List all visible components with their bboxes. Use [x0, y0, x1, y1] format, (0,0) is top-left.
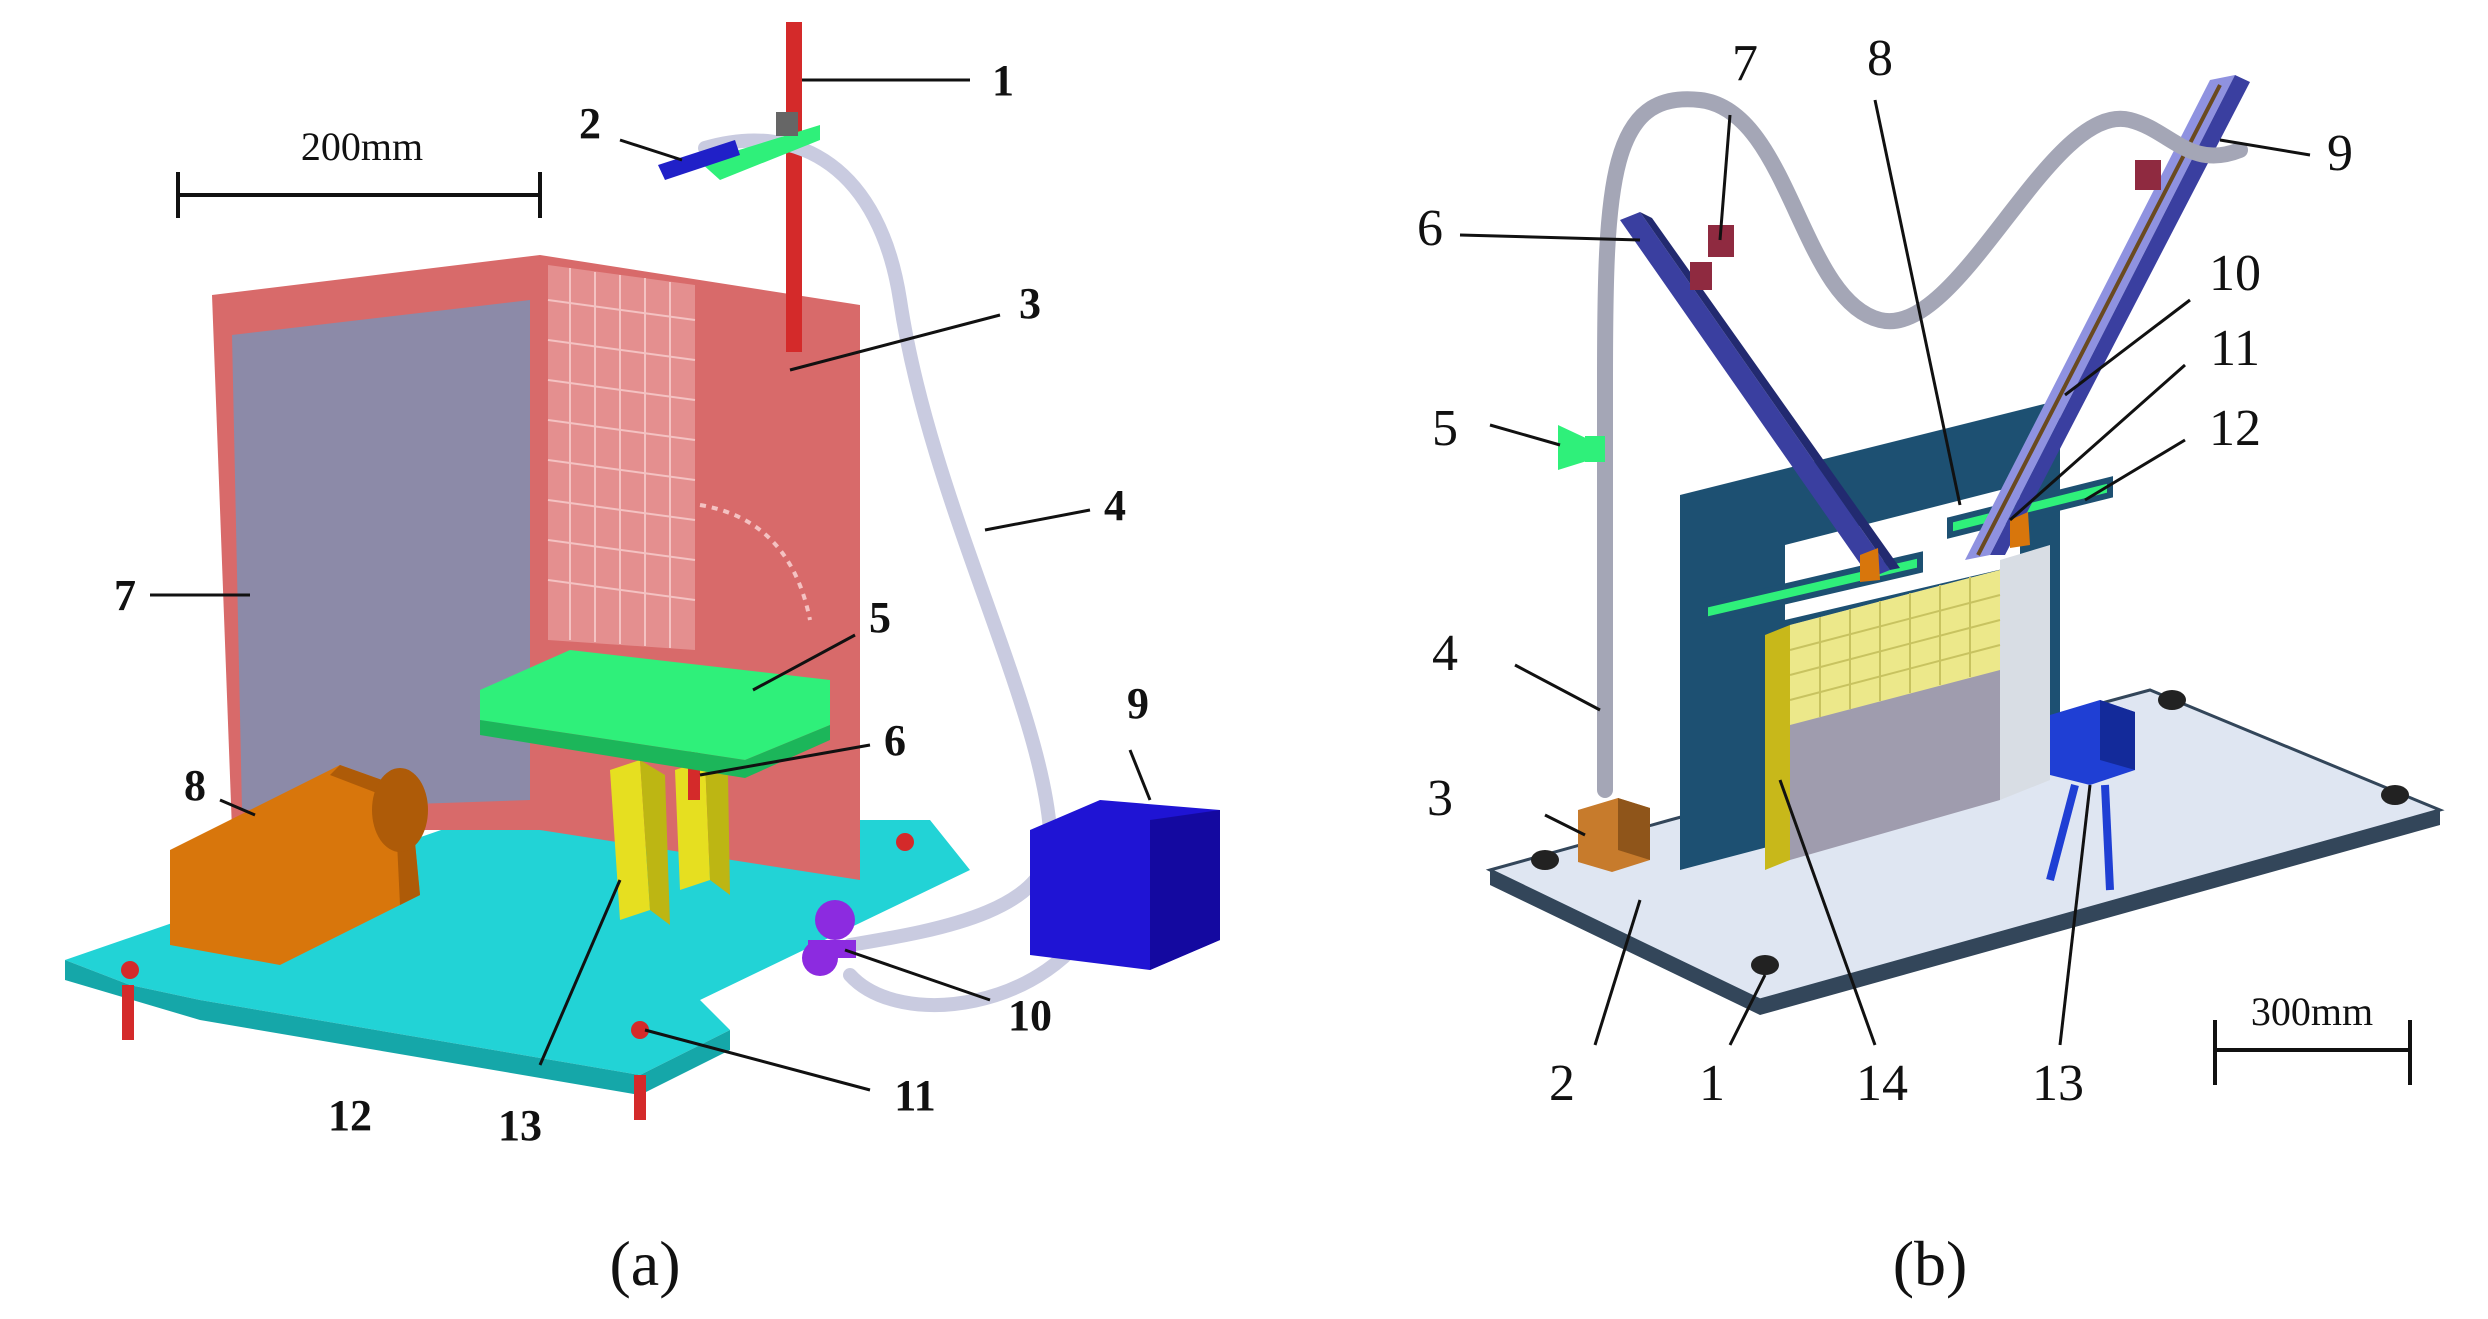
- label-b-7: 7: [1732, 35, 1758, 92]
- wedge-11-b: [2010, 512, 2030, 548]
- wedge-left-b: [1860, 548, 1880, 582]
- caption-b: (b): [1893, 1228, 1968, 1299]
- clamps-b: [1690, 160, 2161, 290]
- labels-b: 1 2 3 4 5 6 7 8 9 10 11 12 13 14: [1417, 30, 2353, 1112]
- hose-a: [698, 133, 1058, 952]
- label-b-9: 9: [2327, 125, 2353, 182]
- label-a-7: 7: [114, 571, 136, 620]
- panel-a: 200mm: [65, 22, 1220, 1299]
- scale-label-a: 200mm: [301, 124, 423, 169]
- valve-a: [802, 900, 856, 976]
- label-b-14: 14: [1856, 1055, 1908, 1112]
- label-a-10: 10: [1008, 991, 1052, 1040]
- leaders-b: [1459, 99, 2311, 1046]
- caption-a: (a): [609, 1228, 680, 1299]
- label-a-1: 1: [992, 56, 1014, 105]
- scale-bar-b: 300mm: [2213, 989, 2412, 1085]
- rod-top-a: [786, 22, 802, 292]
- label-a-13: 13: [498, 1101, 542, 1150]
- label-a-12: 12: [328, 1091, 372, 1140]
- motor-a: [170, 765, 428, 965]
- rail-left-b: [1620, 212, 1900, 578]
- inner-wall-b: [2000, 545, 2050, 800]
- scale-label-b: 300mm: [2251, 989, 2373, 1034]
- label-b-13: 13: [2032, 1055, 2084, 1112]
- mesh-panel-b: [1765, 570, 2001, 870]
- label-a-8: 8: [184, 761, 206, 810]
- labels-a: 1 2 3 4 5 6 7 8 9 10 11 12 13: [114, 56, 1149, 1150]
- rail-right-b: [1965, 75, 2250, 560]
- supports-a: [610, 730, 730, 925]
- label-a-6: 6: [884, 716, 906, 765]
- label-a-2: 2: [579, 99, 601, 148]
- label-b-6: 6: [1417, 200, 1443, 257]
- scale-bar-a: 200mm: [176, 124, 542, 218]
- label-b-8: 8: [1867, 30, 1893, 87]
- label-a-9: 9: [1127, 679, 1149, 728]
- pump-box-a: [1030, 800, 1220, 970]
- label-b-5: 5: [1432, 400, 1458, 457]
- label-b-11: 11: [2210, 320, 2260, 377]
- camera-b: [2046, 700, 2135, 891]
- label-b-2: 2: [1549, 1055, 1575, 1112]
- side-wall-a: [212, 255, 540, 830]
- label-b-4: 4: [1432, 625, 1458, 682]
- label-a-11: 11: [894, 1071, 936, 1120]
- label-a-4: 4: [1104, 481, 1126, 530]
- nozzle-board-a: [480, 650, 830, 778]
- nozzle-b: [1558, 425, 1605, 470]
- nozzle-holder-a: [658, 112, 820, 180]
- leaders-a: [150, 78, 1152, 1092]
- hose-b: [1597, 91, 2248, 798]
- label-b-1: 1: [1699, 1055, 1725, 1112]
- rod-bottom-a: [786, 292, 802, 352]
- panel-b: 300mm 1 2 3 4 5 6 7 8: [1417, 30, 2445, 1299]
- label-a-5: 5: [869, 593, 891, 642]
- label-a-3: 3: [1019, 279, 1041, 328]
- pump-box-b: [1578, 798, 1650, 872]
- label-b-3: 3: [1427, 770, 1453, 827]
- label-b-10: 10: [2209, 245, 2261, 302]
- label-b-12: 12: [2209, 400, 2261, 457]
